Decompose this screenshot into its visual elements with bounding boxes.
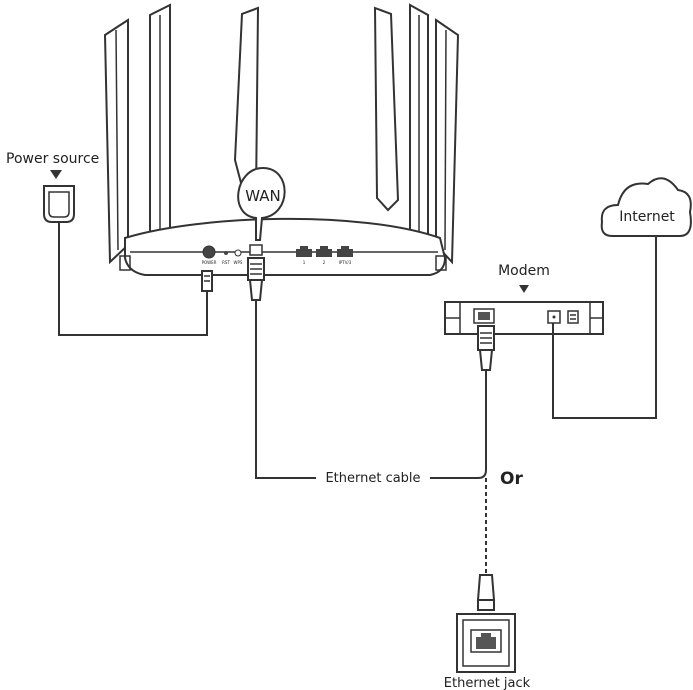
wan-port (249, 244, 263, 256)
modem-power-port (567, 310, 579, 324)
power-adapter (43, 185, 75, 223)
power-cable (58, 222, 208, 336)
wan-ethernet-plug (247, 257, 265, 301)
modem-ethernet-plug (477, 325, 495, 371)
port-label-iptv: IPTV/3 (339, 260, 352, 265)
antenna-4 (373, 6, 400, 212)
wan-callout: WAN (237, 166, 286, 241)
power-port (202, 245, 216, 259)
power-plug (201, 270, 213, 292)
port-label-rst: RST (222, 260, 230, 265)
port-label-wps: WPS (234, 260, 243, 265)
or-label: Or (500, 469, 523, 489)
wan-callout-label: WAN (245, 187, 281, 205)
wps-button (234, 249, 242, 257)
lan-port-1 (296, 246, 312, 257)
port-label-lan1: 1 (303, 260, 306, 265)
antenna-5 (409, 3, 429, 252)
modem-label: Modem (498, 263, 550, 279)
ethernet-jack-label: Ethernet jack (444, 676, 531, 690)
power-source-label: Power source (6, 151, 99, 167)
internet-cable (552, 236, 657, 419)
ethernet-cable-line (255, 300, 487, 479)
lan-port-2 (316, 246, 332, 257)
internet-label: Internet (619, 209, 675, 225)
port-label-lan2: 2 (323, 260, 326, 265)
router-body (124, 217, 447, 276)
antenna-1 (103, 18, 129, 265)
router: POWER RST WPS WAN 1 2 IPTV/3 (103, 3, 460, 276)
port-label-power: POWER (202, 260, 217, 265)
ethernet-cable-label: Ethernet cable (325, 471, 420, 486)
iptv-port (337, 246, 353, 257)
modem-arrow (519, 285, 529, 293)
internet-cloud: Internet (600, 177, 692, 237)
modem (444, 301, 604, 335)
ethernet-jack-plug (476, 574, 496, 611)
rst-button (224, 251, 228, 255)
power-source-arrow (50, 170, 62, 179)
ethernet-jack (456, 613, 516, 673)
antenna-2 (149, 3, 171, 252)
antenna-6 (435, 18, 460, 265)
